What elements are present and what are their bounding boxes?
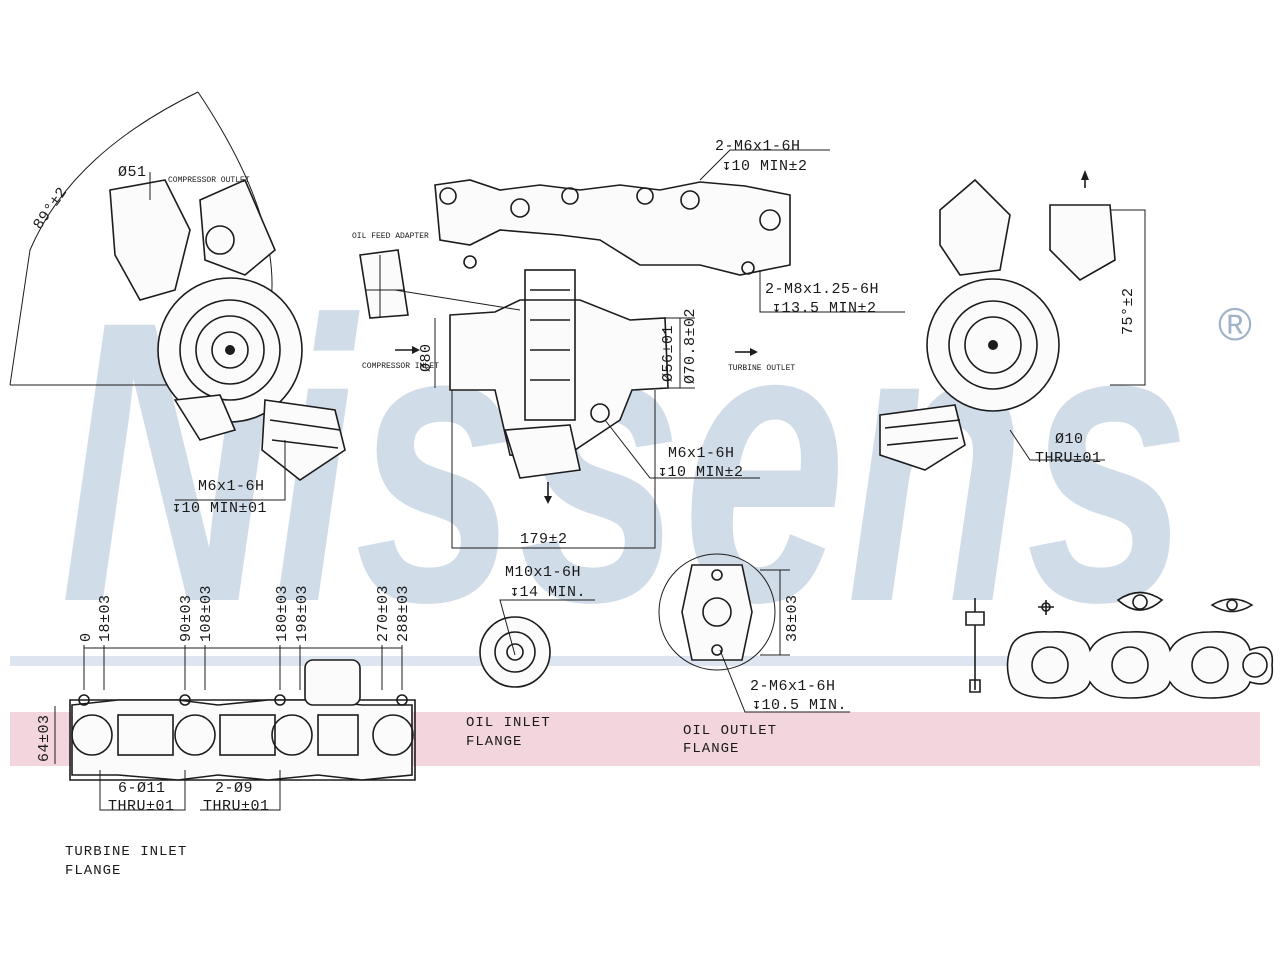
- flange-thru-b: THRU±01: [203, 798, 270, 815]
- flange-holes-b: 2-Ø9: [215, 780, 253, 797]
- center-thread-right: 2-M8x1.25-6H: [765, 281, 879, 298]
- right-thru-label: THRU±01: [1035, 450, 1102, 467]
- oil-outlet-thread: 2-M6x1-6H: [750, 678, 836, 695]
- left-angle-label: 89°±2: [30, 184, 71, 233]
- left-thread-label: M6x1-6H: [198, 478, 265, 495]
- registered-mark: ®: [1218, 298, 1252, 350]
- flange-dim-0: 0: [78, 632, 95, 642]
- center-diameter-inlet: Ø80: [418, 343, 435, 372]
- oil-outlet-height: 38±03: [784, 594, 801, 642]
- oil-feed-adapter-note: OIL FEED ADAPTER: [352, 232, 429, 241]
- flange-height-label: 64±03: [36, 714, 53, 762]
- compressor-inlet-note: COMPRESSOR INLET: [362, 362, 439, 371]
- center-diameter-56: Ø56±01: [660, 325, 677, 382]
- center-thread-top: 2-M6x1-6H: [715, 138, 801, 155]
- center-depth-right: ↧13.5 MIN±2: [772, 300, 877, 317]
- oil-outlet-title-2: FLANGE: [683, 741, 739, 757]
- center-thread-bottom: M6x1-6H: [668, 445, 735, 462]
- blue-stripe: [10, 656, 1260, 666]
- flange-dim-5: 198±03: [294, 585, 311, 642]
- oil-inlet-flange: M10x1-6H ↧14 MIN. OIL INLET FLANGE: [466, 564, 595, 750]
- center-view: 2-M6x1-6H ↧10 MIN±2 OIL FEED ADAPTER 2-M…: [352, 138, 905, 549]
- center-depth-top: ↧10 MIN±2: [722, 158, 808, 175]
- oil-outlet-title-1: OIL OUTLET: [683, 723, 777, 739]
- left-compressor-outlet-note: COMPRESSOR OUTLET: [168, 176, 250, 185]
- turbine-flange-title-1: TURBINE INLET: [65, 844, 187, 860]
- turbine-outlet-note: TURBINE OUTLET: [728, 364, 795, 373]
- center-width-label: 179±2: [520, 531, 568, 548]
- oil-inlet-depth: ↧14 MIN.: [510, 584, 586, 601]
- flange-dim-2: 90±03: [178, 594, 195, 642]
- left-diameter-label: Ø51: [118, 164, 147, 181]
- flange-dim-1: 18±03: [97, 594, 114, 642]
- right-angle-label: 75°±2: [1120, 287, 1137, 335]
- center-diameter-70: Ø70.8±02: [682, 308, 699, 384]
- left-depth-label: ↧10 MIN±01: [172, 500, 267, 517]
- oil-outlet-depth: ↧10.5 MIN.: [752, 697, 847, 714]
- oil-inlet-title-1: OIL INLET: [466, 715, 551, 731]
- turbine-flange-title-2: FLANGE: [65, 863, 121, 879]
- gasket-kit: [965, 591, 1274, 699]
- flange-dim-3: 108±03: [198, 585, 215, 642]
- oil-inlet-thread: M10x1-6H: [505, 564, 581, 581]
- flange-dim-4: 180±03: [274, 585, 291, 642]
- right-view: 75°±2 Ø10 THRU±01: [879, 170, 1146, 471]
- oil-inlet-title-2: FLANGE: [466, 734, 522, 750]
- flange-holes-a: 6-Ø11: [118, 780, 166, 797]
- flange-dim-6: 270±03: [375, 585, 392, 642]
- turbine-inlet-flange: 0 18±03 90±03 108±03 180±03 198±03 270±0…: [36, 585, 416, 879]
- oil-outlet-flange: 38±03 2-M6x1-6H ↧10.5 MIN. OIL OUTLET FL…: [658, 553, 850, 757]
- flange-thru-a: THRU±01: [108, 798, 175, 815]
- right-hole-label: Ø10: [1055, 431, 1084, 448]
- center-depth-bottom: ↧10 MIN±2: [658, 464, 744, 481]
- flange-dim-7: 288±03: [395, 585, 412, 642]
